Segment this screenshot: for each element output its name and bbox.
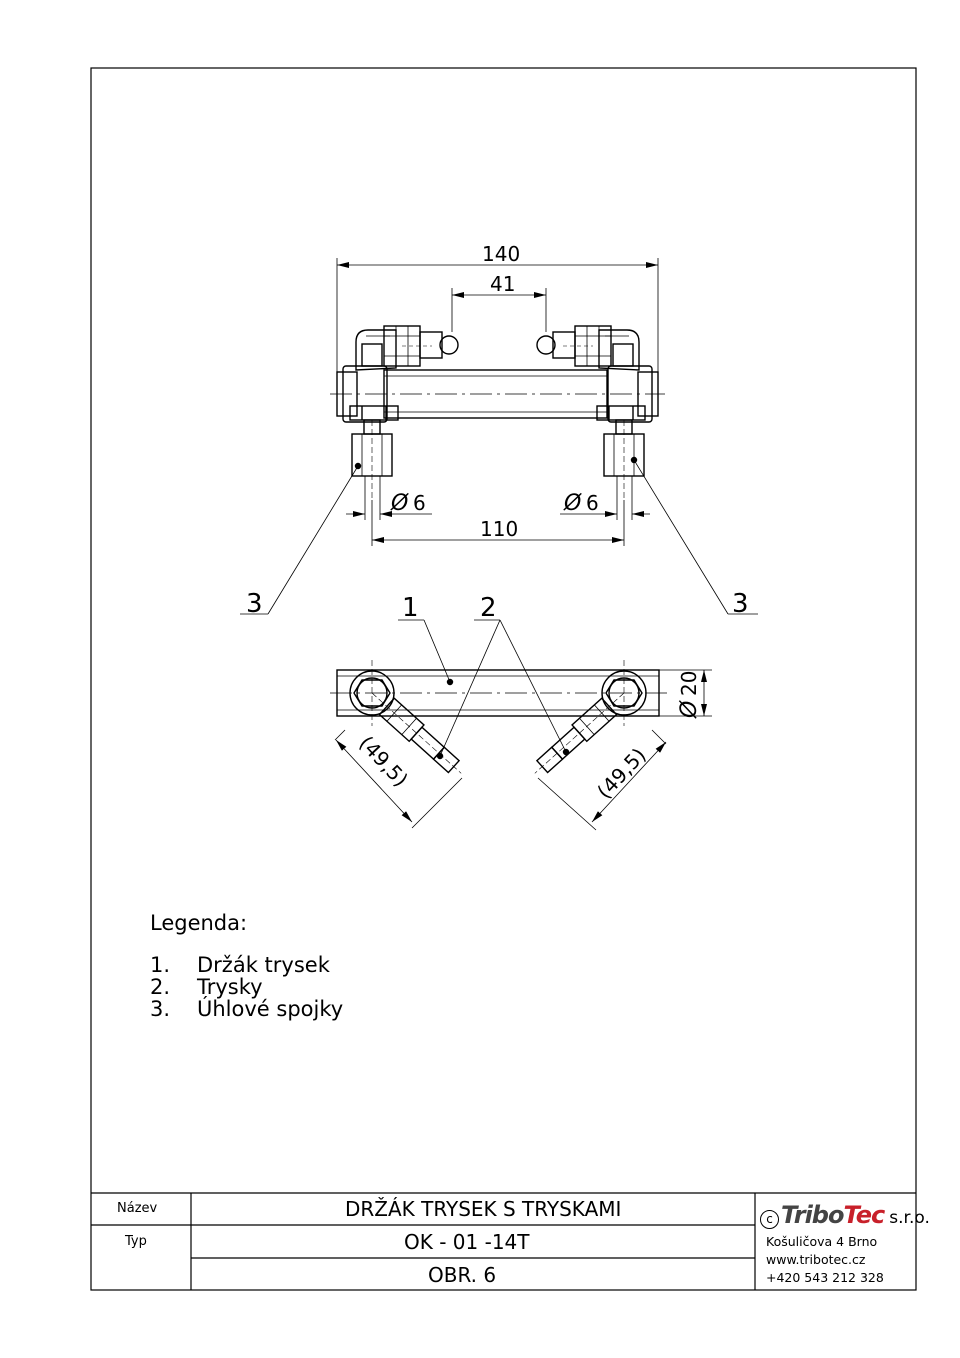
dim-nozzle-spacing: 41: [490, 272, 515, 296]
brand-name-part2: Tec: [843, 1201, 885, 1229]
dim-diameter-symbol-right: Ø: [563, 491, 582, 516]
legend-item-number: 1.: [150, 953, 171, 977]
balloon-nozzles: 2: [480, 593, 497, 623]
type-value: OK - 01 -14T: [404, 1230, 530, 1254]
legend-title: Legenda:: [150, 911, 248, 935]
title-block-frame: [91, 1192, 916, 1290]
name-label: Název: [117, 1201, 158, 1216]
legend-item-label: Trysky: [197, 975, 263, 999]
legend-item: 3. Úhlové spojky: [150, 998, 343, 1020]
legend-item-label: Úhlové spojky: [197, 997, 344, 1021]
legend-item-label: Držák trysek: [197, 953, 330, 977]
top-view: [240, 258, 758, 615]
legend-item: 1. Držák trysek: [150, 954, 343, 976]
dim-tube-diameter: 20: [677, 671, 701, 696]
dim-tube-diameter-symbol: Ø: [677, 700, 702, 719]
figure-number: OBR. 6: [428, 1263, 497, 1287]
dim-angled-right: (49,5): [592, 743, 651, 803]
sheet-border: [90, 67, 917, 1291]
company-web: www.tribotec.cz: [766, 1252, 866, 1267]
balloon-right-fitting: 3: [732, 589, 749, 619]
brand-suffix: s.r.o.: [889, 1208, 930, 1228]
balloon-holder: 1: [402, 593, 419, 623]
front-view: [330, 619, 712, 831]
balloon-left-fitting: 3: [246, 589, 263, 619]
drawing-title: DRŽÁK TRYSEK S TRYSKAMI: [345, 1197, 622, 1221]
brand-name-part1: Tribo: [781, 1201, 844, 1229]
company-address: Košuličova 4 Brno: [766, 1234, 878, 1249]
legend: Legenda: 1. Držák trysek 2. Trysky 3. Úh…: [150, 912, 343, 1020]
company-phone: +420 543 212 328: [766, 1270, 884, 1285]
legend-item: 2. Trysky: [150, 976, 343, 998]
legend-item-number: 2.: [150, 975, 171, 999]
company-logo: c Tribo Tec s.r.o.: [760, 1201, 930, 1229]
dim-diameter-symbol-left: Ø: [390, 491, 409, 516]
dim-diameter-left: 6: [413, 491, 426, 515]
dim-angled-left: (49,5): [354, 731, 413, 791]
legend-item-number: 3.: [150, 997, 171, 1021]
type-label: Typ: [125, 1234, 147, 1249]
dim-overall-length: 140: [482, 242, 520, 266]
copyright-icon: c: [760, 1210, 779, 1229]
dim-diameter-right: 6: [586, 491, 599, 515]
dim-connector-spacing: 110: [480, 517, 518, 541]
